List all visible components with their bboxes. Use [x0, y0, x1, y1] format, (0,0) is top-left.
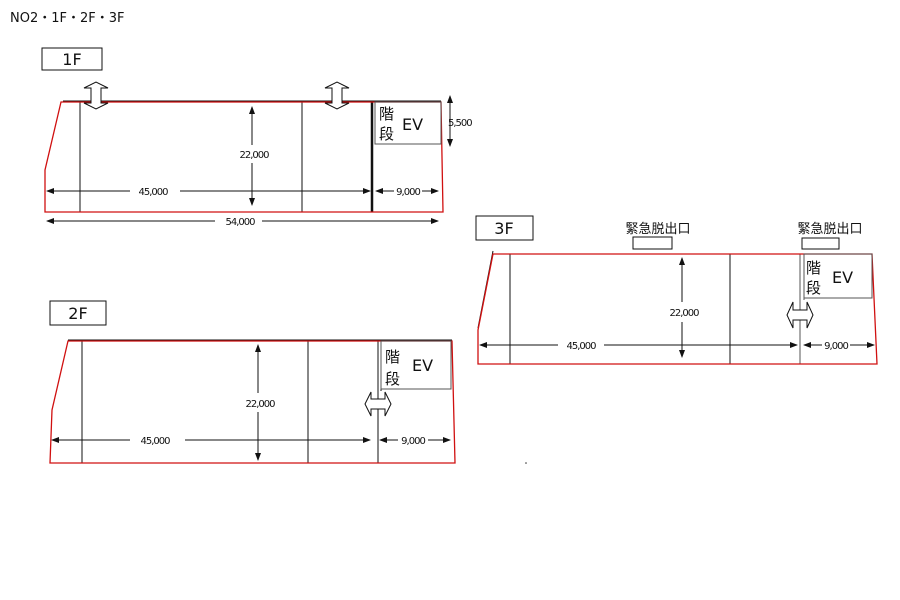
depth-value: 22,000 [246, 399, 276, 410]
stray-dot [525, 462, 527, 464]
main-length-value: 45,000 [139, 187, 169, 198]
core-length-value: 9,000 [396, 187, 420, 198]
entrance-arrow-icon [83, 81, 109, 110]
floor-label-box [475, 215, 534, 241]
entrance-arrow-icon [324, 81, 350, 110]
core-length-value: 9,000 [401, 436, 425, 447]
depth-value: 22,000 [670, 308, 700, 319]
stairs-label-1: 階 [379, 105, 394, 123]
stairs-ev-box [374, 101, 442, 145]
floor-label-box [41, 47, 103, 71]
main-length-value: 45,000 [141, 436, 171, 447]
exit-arrow-icon [786, 301, 814, 329]
exit-arrow-icon [364, 391, 392, 417]
emergency-exit-label: 緊急脱出口 [625, 222, 690, 237]
ev-label: EV [402, 115, 423, 134]
stairs-label-2: 段 [385, 370, 400, 388]
floor-1f: 1F 階 段 EV 5,500 22,000 45,000 9,000 54,0… [41, 47, 473, 228]
core-length-value: 9,000 [824, 341, 848, 352]
floor-label-box [49, 300, 107, 326]
depth-value: 22,000 [240, 150, 270, 161]
main-length-value: 45,000 [567, 341, 597, 352]
emergency-exit-label: 緊急脱出口 [797, 222, 862, 237]
floor-label: 1F [62, 50, 81, 69]
emergency-exit-window [801, 237, 840, 250]
floor-2f: 2F 階 段 EV 22,000 45,000 9,000 [49, 300, 456, 464]
ev-label: EV [412, 356, 433, 375]
floor-3f: 3F 緊急脱出口 緊急脱出口 階 段 EV 22,000 45,000 9,00… [475, 215, 878, 365]
stairs-ev-box [380, 340, 452, 390]
emergency-exit-window [632, 236, 673, 250]
stairs-label-1: 階 [385, 348, 400, 366]
core-depth-value: 5,500 [448, 118, 472, 129]
floor-label: 2F [68, 304, 87, 323]
sheet-title: NO2・1F・2F・3F [10, 11, 124, 26]
stairs-label-1: 階 [806, 259, 821, 277]
stairs-label-2: 段 [379, 125, 394, 143]
stairs-label-2: 段 [806, 279, 821, 297]
ev-label: EV [832, 268, 853, 287]
stairs-ev-box [803, 253, 873, 299]
total-length-value: 54,000 [226, 217, 256, 228]
floor-label: 3F [494, 219, 513, 238]
